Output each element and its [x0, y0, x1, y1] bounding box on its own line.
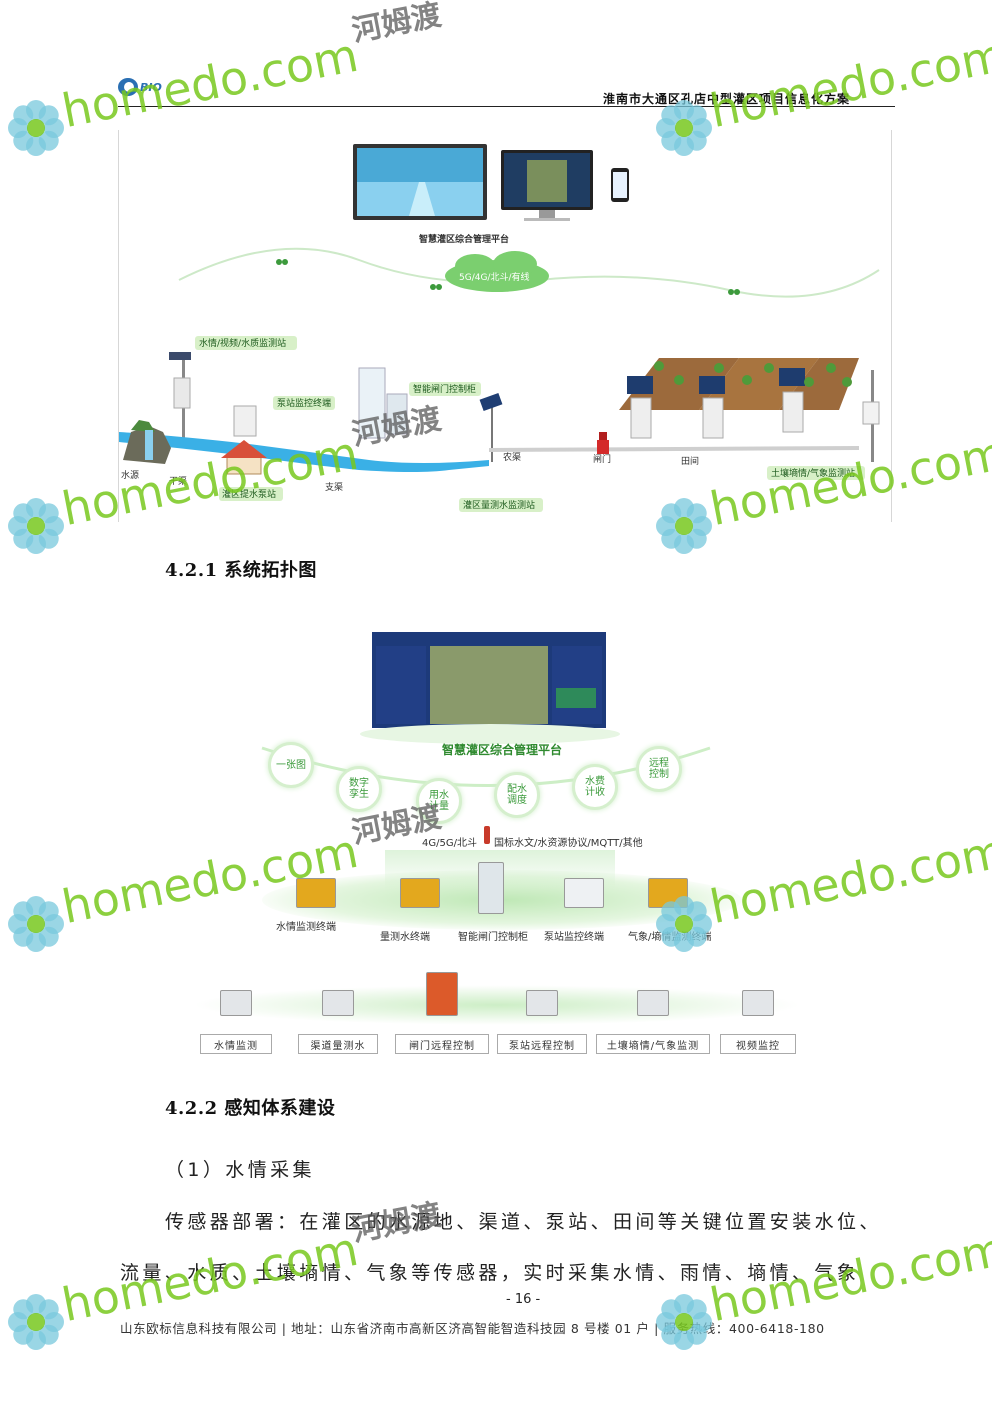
application-label: 视频监控	[720, 1034, 796, 1054]
application-device-icon	[742, 990, 774, 1016]
paragraph-line-2: 流量、水质、土壤墒情、气象等传感器，实时采集水情、雨情、墒情、气象	[120, 1262, 860, 1284]
canal-pipe	[488, 446, 860, 452]
terminal-device-icon	[648, 878, 688, 908]
terminal-device-icon	[478, 862, 504, 914]
label-farm-canal: 农渠	[503, 451, 521, 463]
crops	[654, 361, 852, 387]
application-device-icon	[220, 990, 252, 1016]
flower-logo-icon	[8, 100, 64, 156]
function-circle: 水费 计收	[572, 764, 618, 810]
tag-flow-station: 灌区量测水监测站	[463, 499, 535, 511]
fig2-platform-label: 智慧灌区综合管理平台	[441, 742, 562, 757]
network-label: 5G/4G/北斗/有线	[459, 271, 530, 283]
application-device-icon	[322, 990, 354, 1016]
water-source-cliff	[123, 420, 171, 464]
dashboard-screen	[372, 632, 606, 728]
antenna-icon	[484, 826, 490, 844]
perception-system-diagram: 智慧灌区综合管理平台	[190, 628, 800, 1058]
application-label: 闸门远程控制	[395, 1034, 489, 1054]
label-water-source: 水源	[121, 469, 139, 481]
tag-flow-station-bg	[459, 498, 543, 512]
function-circle: 数字 孪生	[336, 766, 382, 812]
subheading-water-collection: （1）水情采集	[165, 1159, 315, 1181]
application-device-icon	[526, 990, 558, 1016]
pump-station-house	[221, 440, 267, 475]
network-cloud	[445, 251, 549, 292]
gate-cabinet	[358, 367, 408, 439]
fig1-platform-label: 智慧灌区综合管理平台	[419, 233, 509, 245]
tag-gate-cabinet: 智能闸门控制柜	[413, 383, 476, 395]
section-heading-perception: 4.2.2 感知体系建设	[165, 1098, 336, 1119]
application-device-icon	[637, 990, 669, 1016]
watermark-brand-text: homedo.com	[57, 27, 363, 138]
tag-pump-station: 灌区提水泵站	[222, 488, 276, 500]
label-main-canal: 干渠	[169, 475, 187, 487]
paragraph-line-1: 传感器部署：在灌区的水源地、渠道、泵站、田间等关键位置安装水位、	[165, 1211, 882, 1233]
tag-water-video: 水情/视频/水质监测站	[199, 337, 286, 349]
watermark-brand-text: homedo.com	[705, 27, 992, 138]
river	[119, 432, 489, 472]
label-gate: 闸门	[593, 453, 611, 465]
terminal-device-icon	[564, 878, 604, 908]
terminal-device-icon	[400, 878, 440, 908]
weather-station-box	[862, 401, 880, 425]
terminal-label: 水情监测终端	[276, 922, 336, 933]
app-base-halo	[192, 985, 802, 1025]
terminal-label: 气象/墒情监测终端	[628, 932, 712, 943]
watermark-cn-text: 河姆渡	[349, 0, 445, 50]
desktop-monitor	[501, 150, 593, 221]
document-header-title: 淮南市大通区孔店中型灌区项目信息化方案	[602, 92, 850, 106]
perception-diagram-svg: 智慧灌区综合管理平台	[261, 632, 711, 787]
terminal-label: 量测水终端	[380, 932, 430, 943]
flower-logo-icon	[8, 498, 64, 554]
network-nodes	[276, 259, 740, 295]
logo-text: BIO	[140, 81, 162, 94]
platform-base	[360, 724, 620, 744]
large-monitor	[353, 144, 487, 220]
function-circle: 配水 调度	[494, 772, 540, 818]
irrigation-system-illustration: 智慧灌区综合管理平台 5G/4G/北斗/有线 水情/视频/水质监测站 泵站监控终…	[118, 130, 892, 522]
header-divider	[118, 106, 895, 107]
protocol-label: 4G/5G/北斗	[422, 838, 477, 849]
gate-valve	[597, 432, 609, 454]
protocol-detail: 国标水文/水资源协议/MQTT/其他	[494, 838, 643, 849]
water-monitoring-pole	[169, 352, 191, 444]
label-branch-canal: 支渠	[325, 481, 343, 493]
terminal-label: 智能闸门控制柜	[458, 932, 528, 943]
tag-gate-cabinet-bg	[409, 382, 481, 396]
application-label: 水情监测	[200, 1034, 272, 1054]
tag-soil-weather: 土壤墒情/气象监测站	[771, 467, 855, 479]
flower-logo-icon	[8, 896, 64, 952]
function-circle: 远程 控制	[636, 746, 682, 792]
tag-pump-station-bg	[219, 487, 283, 501]
page-number: - 16 -	[506, 1292, 541, 1307]
pump-terminal-box	[233, 405, 257, 437]
tag-pump-terminal-bg	[273, 396, 335, 410]
phone	[611, 168, 629, 202]
company-logo: BIO	[118, 76, 170, 98]
terminal-device-icon	[296, 878, 336, 908]
solar-pole	[491, 400, 493, 462]
system-illustration-svg: 智慧灌区综合管理平台 5G/4G/北斗/有线 水情/视频/水质监测站 泵站监控终…	[119, 144, 880, 512]
section-heading-topology: 4.2.1 系统拓扑图	[165, 560, 317, 581]
application-device-icon	[426, 972, 458, 1016]
terminal-label: 泵站监控终端	[544, 932, 604, 943]
flower-logo-icon	[8, 1294, 64, 1350]
function-circle: 一张图	[268, 742, 314, 788]
application-label: 泵站远程控制	[497, 1034, 587, 1054]
farm-fields	[619, 358, 859, 439]
application-label: 土壤墒情/气象监测	[596, 1034, 710, 1054]
label-field: 田间	[681, 455, 699, 467]
tag-water-video-bg	[195, 336, 297, 350]
tag-pump-terminal: 泵站监控终端	[277, 397, 331, 409]
application-label: 渠道量测水	[298, 1034, 378, 1054]
function-circle: 用水 计量	[416, 778, 462, 824]
solar-panel	[479, 392, 503, 412]
tag-soil-weather-bg	[767, 466, 865, 480]
page-footer: 山东欧标信息科技有限公司 | 地址：山东省济南市高新区济高智能智造科技园 8 号…	[120, 1321, 825, 1336]
